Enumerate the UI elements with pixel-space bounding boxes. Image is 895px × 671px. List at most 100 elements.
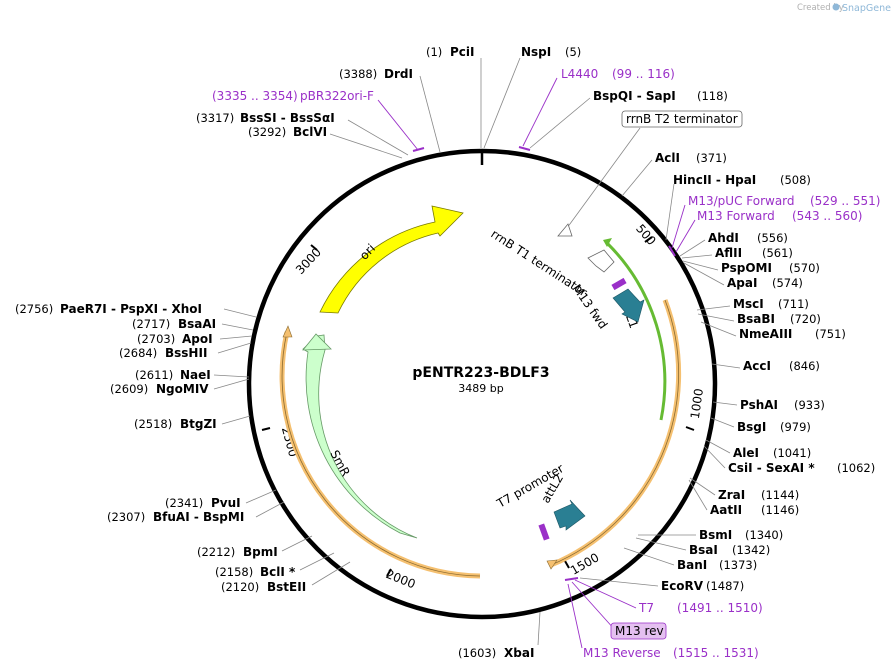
svg-text:BclVI: BclVI: [293, 125, 327, 139]
svg-text:(99 .. 116): (99 .. 116): [612, 67, 675, 81]
snapgene-logo-icon: [832, 3, 840, 11]
attl2-arrow: [553, 499, 586, 531]
svg-text:(1603): (1603): [458, 646, 496, 660]
svg-text:(2120): (2120): [221, 580, 259, 594]
tick-2000: 2000: [384, 567, 418, 591]
smr-arrowhead: [302, 333, 332, 351]
site-ngomiv: (2609) NgoMIV: [110, 378, 250, 396]
svg-text:(508): (508): [780, 173, 811, 187]
site-bsai: BsaI (1342): [635, 537, 770, 557]
svg-text:(371): (371): [696, 151, 727, 165]
svg-text:(1342): (1342): [732, 543, 770, 557]
site-nmeaiii: NmeAIII (751): [700, 321, 846, 341]
green-feature-arrow: [603, 238, 612, 247]
site-apoi: (2703) ApoI: [137, 332, 253, 346]
svg-text:NgoMIV: NgoMIV: [156, 382, 209, 396]
svg-text:(5): (5): [565, 45, 581, 59]
svg-text:PciI: PciI: [450, 45, 475, 59]
svg-text:AhdI: AhdI: [708, 231, 739, 245]
primer-m13-rev: M13 rev: [571, 581, 667, 640]
svg-text:(2158): (2158): [215, 565, 253, 579]
site-bsaai: (2717) BsaAI: [132, 317, 254, 331]
site-hincii-hpai: HincII - HpaI (508): [665, 173, 811, 241]
rrnb-t2-leader: [566, 127, 641, 229]
tick-1000: 1000: [688, 388, 706, 420]
site-bcli: (2158) BclI *: [215, 552, 335, 579]
m13-fwd-marker: [611, 277, 627, 291]
svg-text:(979): (979): [780, 420, 811, 434]
svg-text:BsmI: BsmI: [699, 528, 732, 542]
svg-text:(3388): (3388): [339, 67, 377, 81]
site-acli: AclI (371): [621, 151, 727, 197]
svg-text:BssHII: BssHII: [165, 346, 207, 360]
primer-pbr322ori-f: (3335 .. 3354) pBR322ori-F: [212, 89, 425, 152]
site-bsshii: (2684) BssHII: [119, 342, 252, 360]
svg-text:(2212): (2212): [197, 545, 235, 559]
site-csii-sexai: CsiI - SexAI * (1062): [703, 445, 875, 475]
svg-text:BsaI: BsaI: [689, 543, 718, 557]
svg-text:(556): (556): [757, 231, 788, 245]
svg-text:(1062): (1062): [837, 461, 875, 475]
svg-text:(711): (711): [778, 297, 809, 311]
svg-text:BfuAI - BspMI: BfuAI - BspMI: [153, 510, 244, 524]
svg-text:(1146): (1146): [761, 503, 799, 517]
site-pshai: PshAI (933): [712, 398, 825, 412]
primer-l4440: L4440 (99 .. 116): [518, 67, 675, 151]
site-pvui: (2341) PvuI: [165, 489, 277, 510]
rrnb-t1-arrow: [587, 249, 615, 273]
site-xbai: (1603) XbaI: [458, 611, 541, 660]
svg-text:M13 rev: M13 rev: [615, 624, 664, 638]
svg-text:(3335 .. 3354): (3335 .. 3354): [212, 89, 298, 103]
svg-text:(1487): (1487): [706, 579, 744, 593]
svg-text:BstEII: BstEII: [267, 580, 306, 594]
svg-text:(574): (574): [772, 276, 803, 290]
svg-text:BanI: BanI: [677, 558, 707, 572]
svg-text:(2609): (2609): [110, 382, 148, 396]
site-drdi: (3388) DrdI: [339, 67, 441, 153]
site-acci: AccI (846): [711, 359, 820, 373]
svg-text:AclI: AclI: [655, 151, 680, 165]
site-bclvi: (3292) BclVI: [248, 125, 403, 159]
green-feature-arc: [605, 241, 667, 421]
svg-text:(1491 .. 1510): (1491 .. 1510): [677, 601, 763, 615]
svg-text:(2611): (2611): [135, 368, 173, 382]
site-aflii: AflII (561): [681, 246, 793, 260]
svg-text:PvuI: PvuI: [211, 496, 241, 510]
site-bpmi: (2212) BpmI: [197, 535, 313, 559]
svg-text:BsaAI: BsaAI: [178, 317, 216, 331]
svg-text:BssSI - BssSαI: BssSI - BssSαI: [240, 111, 335, 125]
svg-text:HincII - HpaI: HincII - HpaI: [673, 173, 756, 187]
site-naei: (2611) NaeI: [135, 368, 250, 382]
svg-text:ApaI: ApaI: [727, 276, 757, 290]
svg-text:(1144): (1144): [761, 488, 799, 502]
svg-text:BpmI: BpmI: [243, 545, 278, 559]
svg-text:(720): (720): [790, 312, 821, 326]
site-nspi: NspI (5): [483, 45, 581, 149]
svg-text:CsiI - SexAI *: CsiI - SexAI *: [728, 461, 815, 475]
svg-text:(2717): (2717): [132, 317, 170, 331]
svg-text:(2518): (2518): [134, 417, 172, 431]
site-bsteii: (2120) BstEII: [221, 561, 351, 594]
site-btgzi: (2518) BtgZI: [134, 415, 251, 431]
orf-left-edge: [281, 331, 481, 577]
svg-text:PshAI: PshAI: [740, 398, 778, 412]
primer-t7: T7 (1491 .. 1510): [564, 577, 763, 615]
svg-text:M13 Forward: M13 Forward: [697, 209, 775, 223]
svg-text:T7: T7: [638, 601, 654, 615]
svg-text:NmeAIII: NmeAIII: [739, 327, 792, 341]
svg-text:AleI: AleI: [733, 446, 759, 460]
orf-right-arrow: [546, 559, 558, 570]
site-bfuai-bspmi: (2307) BfuAI - BspMI: [107, 501, 285, 524]
svg-text:EcoRV: EcoRV: [661, 579, 704, 593]
svg-text:(751): (751): [815, 327, 846, 341]
site-zrai: ZraI (1144): [689, 477, 799, 502]
svg-text:BsaBI: BsaBI: [737, 312, 775, 326]
svg-text:(3317): (3317): [196, 111, 234, 125]
t7-marker: [538, 523, 550, 541]
svg-text:XbaI: XbaI: [504, 646, 534, 660]
site-bsssi: (3317) BssSI - BssSαI: [196, 111, 409, 156]
svg-text:AccI: AccI: [743, 359, 771, 373]
site-ecorv: EcoRV (1487): [579, 577, 744, 593]
svg-text:DrdI: DrdI: [384, 67, 413, 81]
svg-text:pBR322ori-F: pBR322ori-F: [300, 89, 374, 103]
